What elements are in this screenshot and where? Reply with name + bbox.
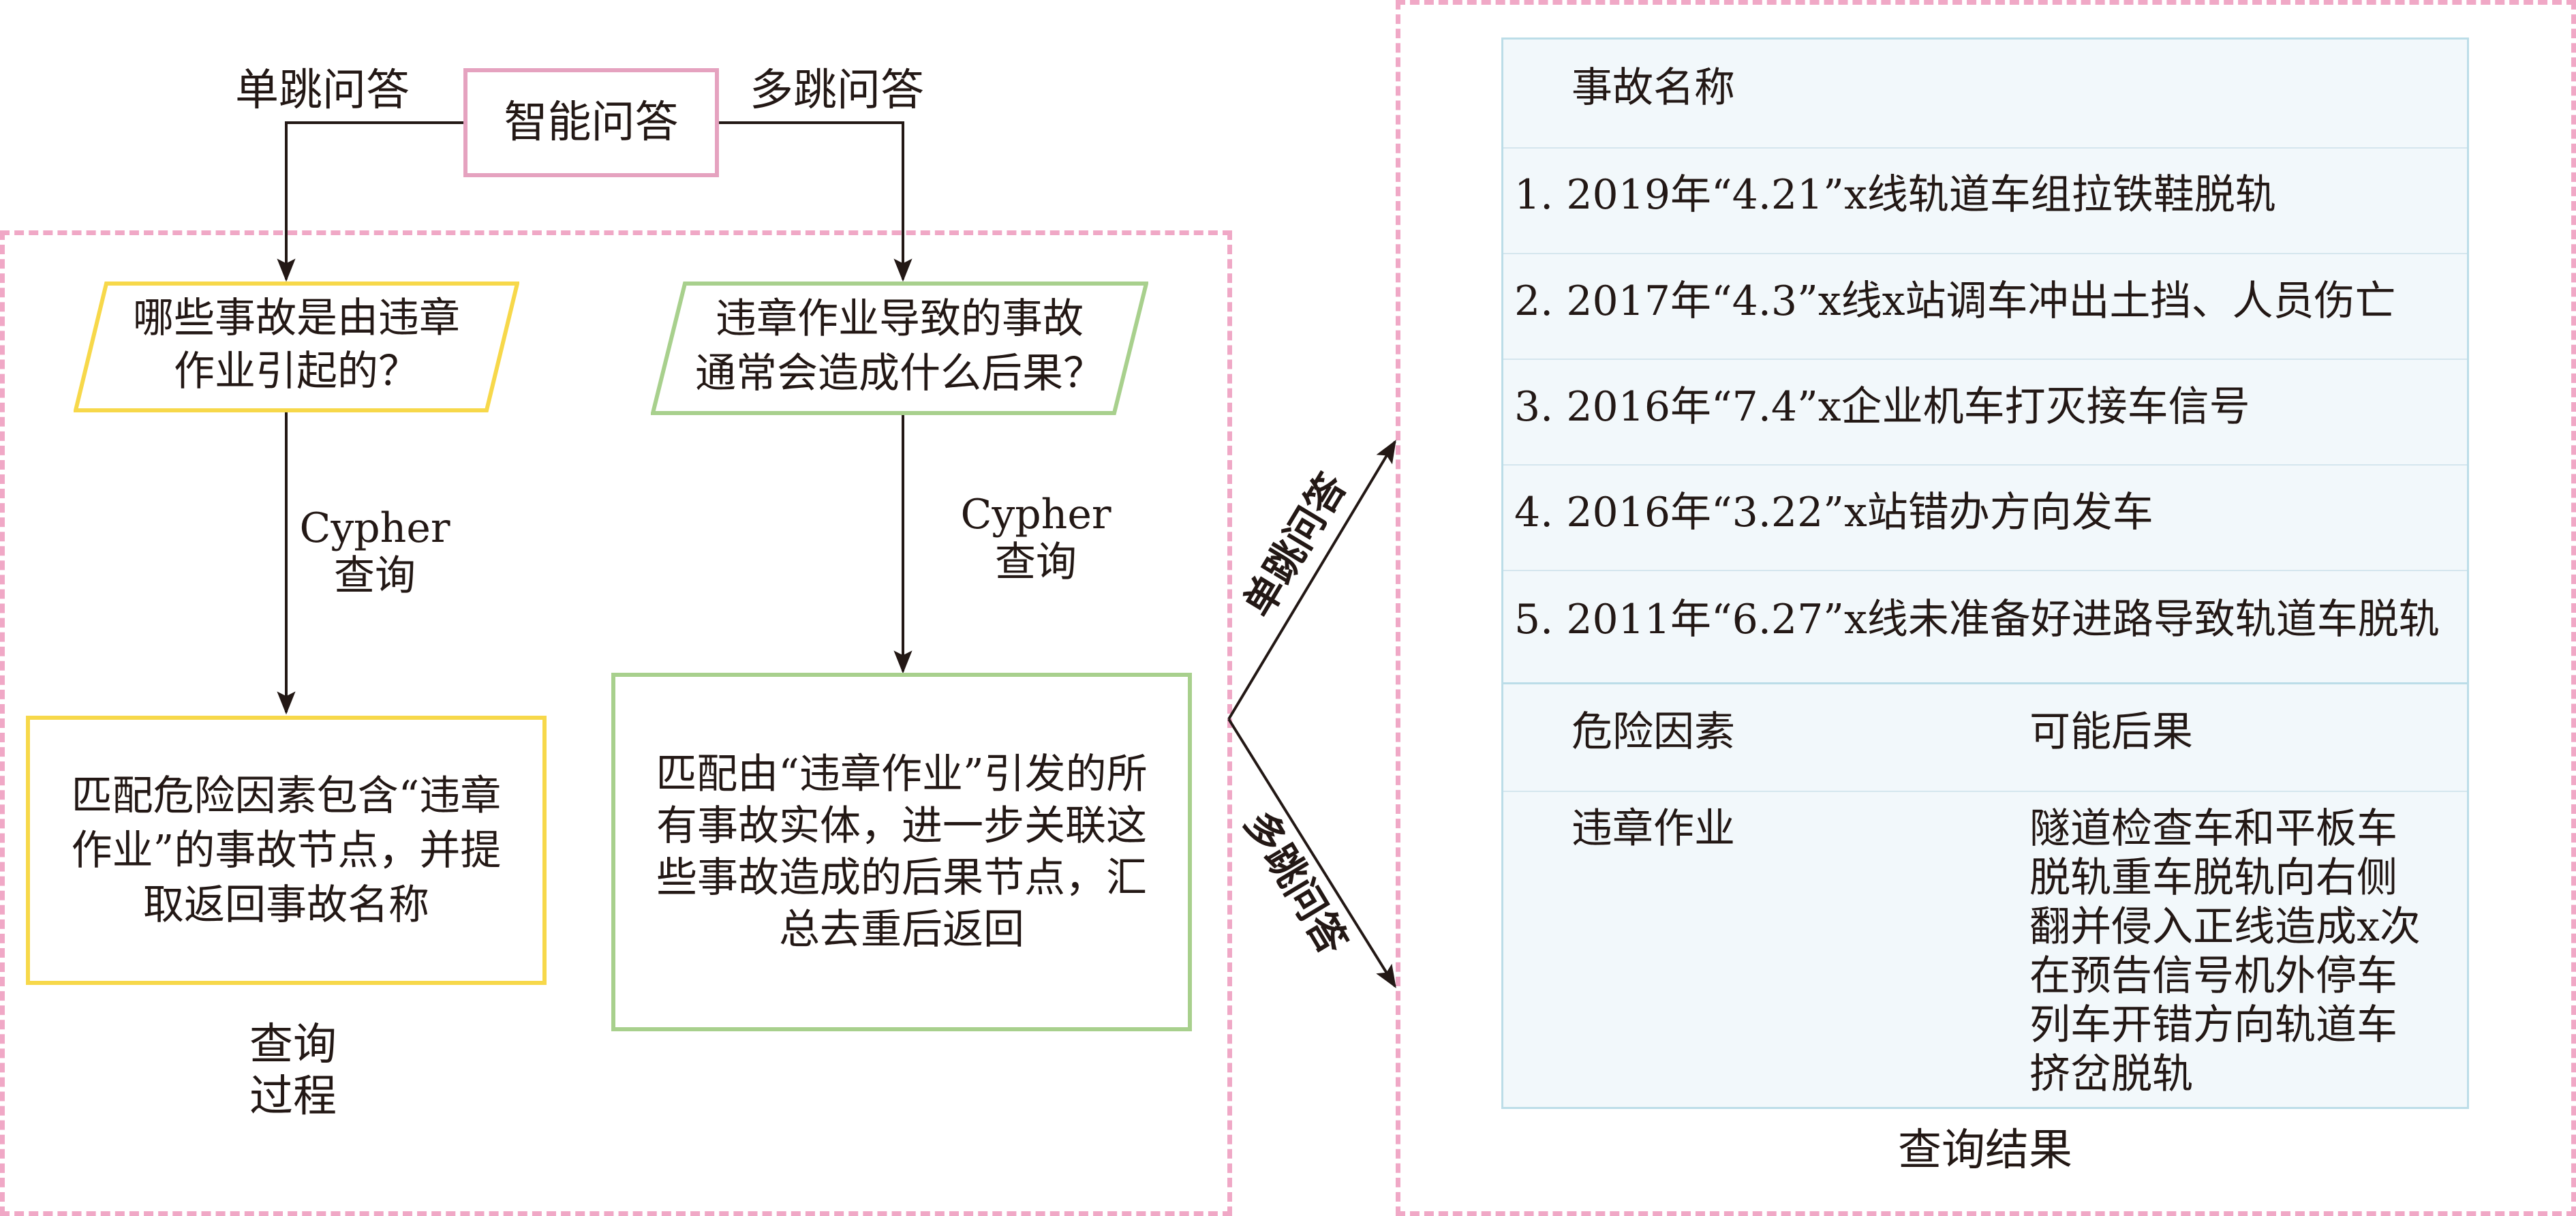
left-action-box: 匹配危险因素包含“违章 作业”的事故节点，并提 取返回事故名称 bbox=[26, 716, 547, 985]
accident-row: 5. 2011年“6.27”x线未准备好进路导致轨道车脱轨 bbox=[1514, 596, 2440, 643]
multi-hop-branch-label: 多跳问答 bbox=[750, 65, 924, 116]
accident-name-header: 事故名称 bbox=[1571, 64, 1735, 112]
left-question-line: 作业引起的？ bbox=[174, 348, 419, 395]
consequence-line: 挤岔脱轨 bbox=[2029, 1050, 2193, 1098]
root-label: 智能问答 bbox=[504, 97, 679, 148]
query-process-line: 查询 bbox=[249, 1020, 337, 1070]
right-action-line: 匹配由“违章作业”引发的所 bbox=[656, 750, 1148, 798]
row-divider bbox=[1503, 359, 2467, 360]
right-question-shape bbox=[651, 282, 1148, 415]
right-action-line: 总去重后返回 bbox=[778, 906, 1024, 954]
root-node: 智能问答 bbox=[463, 68, 719, 177]
right-question-line: 违章作业导致的事故 bbox=[716, 295, 1084, 343]
left-method-label: Cypher 查询 bbox=[293, 504, 457, 600]
query-process-line: 过程 bbox=[249, 1071, 337, 1122]
right-method-line: Cypher bbox=[960, 491, 1111, 538]
row-divider bbox=[1503, 147, 2467, 149]
accident-row: 4. 2016年“3.22”x站错办方向发车 bbox=[1514, 489, 2153, 536]
consequence-line: 脱轨重车脱轨向右侧 bbox=[2029, 854, 2397, 902]
row-divider bbox=[1503, 570, 2467, 571]
query-result-label: 查询结果 bbox=[1898, 1125, 2072, 1176]
left-method-line: Cypher bbox=[299, 504, 450, 552]
left-question-line: 哪些事故是由违章 bbox=[133, 294, 460, 342]
accident-row: 2. 2017年“4.3”x线x站调车冲出土挡、人员伤亡 bbox=[1514, 277, 2396, 325]
right-action-text: 匹配由“违章作业”引发的所 有事故实体，进一步关联这 些事故造成的后果节点，汇 … bbox=[656, 748, 1147, 956]
right-action-box: 匹配由“违章作业”引发的所 有事故实体，进一步关联这 些事故造成的后果节点，汇 … bbox=[611, 673, 1192, 1031]
left-question-shape bbox=[74, 282, 519, 412]
result-table: 事故名称 1. 2019年“4.21”x线轨道车组拉铁鞋脱轨 2. 2017年“… bbox=[1501, 37, 2469, 1109]
risk-factor-value: 违章作业 bbox=[1571, 805, 1735, 853]
row-divider bbox=[1503, 791, 2467, 792]
single-hop-branch-label: 单跳问答 bbox=[235, 65, 410, 116]
left-action-line: 作业”的事故节点，并提 bbox=[71, 826, 502, 875]
right-question: 违章作业导致的事故 通常会造成什么后果？ bbox=[664, 292, 1135, 401]
right-action-line: 些事故造成的后果节点，汇 bbox=[656, 854, 1147, 902]
left-question: 哪些事故是由违章 作业引起的？ bbox=[95, 292, 497, 398]
left-action-line: 匹配危险因素包含“违章 bbox=[71, 772, 502, 820]
left-action-line: 取返回事故名称 bbox=[143, 881, 429, 929]
risk-factor-header: 危险因素 bbox=[1571, 708, 1735, 756]
right-question-line: 通常会造成什么后果？ bbox=[695, 350, 1104, 397]
left-action-text: 匹配危险因素包含“违章 作业”的事故节点，并提 取返回事故名称 bbox=[72, 769, 502, 932]
query-process-label: 查询 过程 bbox=[225, 1019, 361, 1123]
left-method-line: 查询 bbox=[334, 552, 416, 600]
consequence-line: 在预告信号机外停车 bbox=[2029, 952, 2397, 1000]
right-method-label: Cypher 查询 bbox=[954, 491, 1118, 586]
consequence-line: 隧道检查车和平板车 bbox=[2029, 805, 2397, 853]
accident-row: 3. 2016年“7.4”x企业机车打灭接车信号 bbox=[1514, 383, 2250, 431]
consequence-list: 隧道检查车和平板车 脱轨重车脱轨向右侧 翻并侵入正线造成x次 在预告信号机外停车… bbox=[2029, 804, 2421, 1099]
consequence-header: 可能后果 bbox=[2029, 708, 2193, 756]
right-action-line: 有事故实体，进一步关联这 bbox=[656, 802, 1147, 850]
accident-row: 1. 2019年“4.21”x线轨道车组拉铁鞋脱轨 bbox=[1514, 171, 2276, 219]
consequence-line: 列车开错方向轨道车 bbox=[2029, 1001, 2397, 1049]
row-divider bbox=[1503, 253, 2467, 254]
right-method-line: 查询 bbox=[995, 538, 1077, 586]
row-divider bbox=[1503, 464, 2467, 466]
query-result-frame bbox=[1396, 0, 2576, 1216]
section-divider bbox=[1503, 682, 2467, 684]
consequence-line: 翻并侵入正线造成x次 bbox=[2029, 903, 2421, 951]
